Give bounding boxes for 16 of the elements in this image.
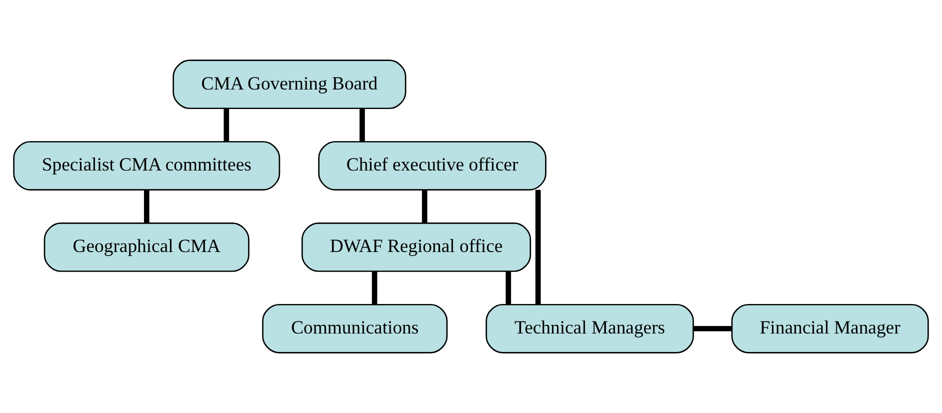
- node-box: Financial Manager: [731, 304, 929, 354]
- node-box: DWAF Regional office: [301, 222, 532, 272]
- node-box: Specialist CMA committees: [13, 141, 280, 190]
- connector: [535, 190, 541, 304]
- node-box: Chief executive officer: [318, 141, 546, 190]
- connector: [360, 108, 365, 142]
- connector: [422, 190, 428, 223]
- connector: [506, 272, 512, 304]
- node-box: Geographical CMA: [44, 222, 250, 272]
- connector: [693, 326, 732, 332]
- connector: [372, 272, 378, 304]
- node-box: CMA Governing Board: [172, 60, 406, 110]
- node-box: Technical Managers: [486, 304, 694, 354]
- node-box: Communications: [262, 304, 448, 354]
- connector: [144, 190, 150, 223]
- connector: [224, 108, 230, 142]
